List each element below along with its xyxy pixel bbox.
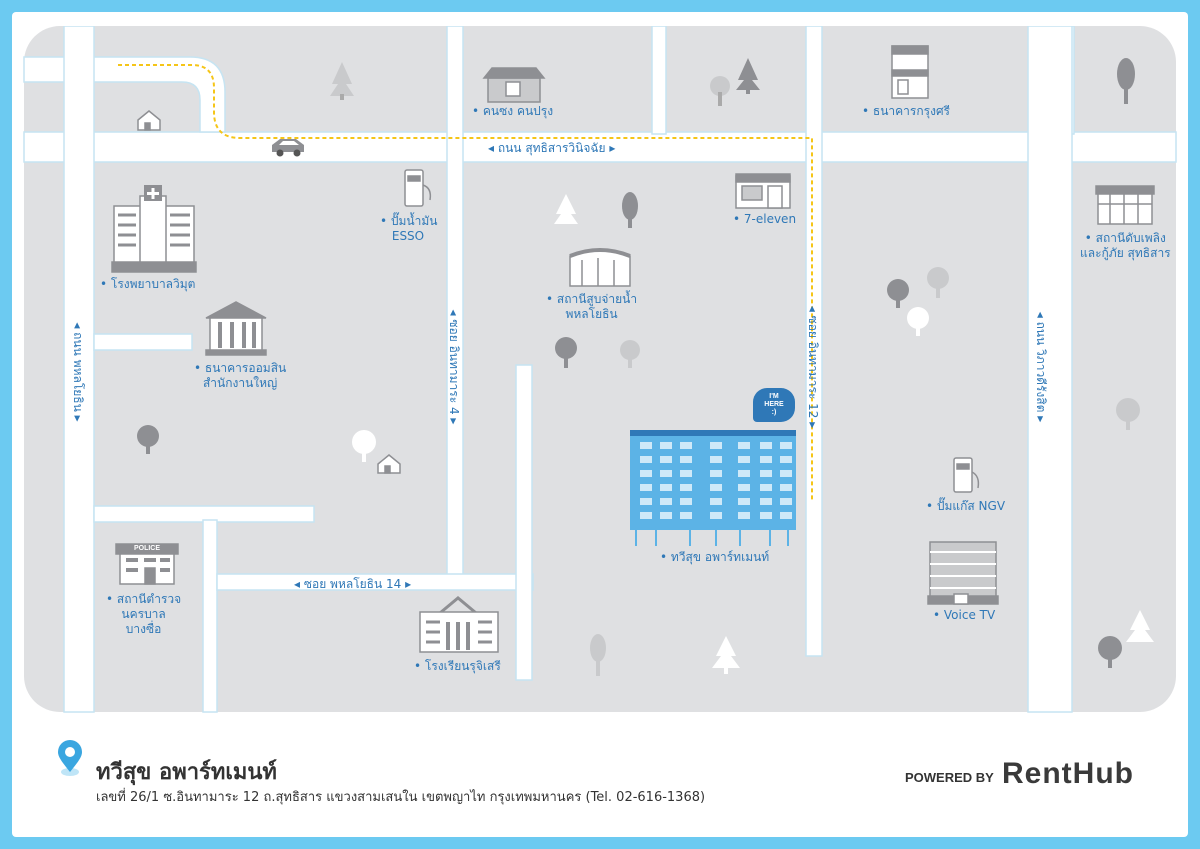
label-gsb-bank-line-2: สำนักงานใหญ่ <box>202 376 278 390</box>
road-sutthisan <box>23 131 1177 163</box>
label-gas-esso-line-2: ESSO <box>391 229 425 243</box>
tree-icon <box>554 192 638 228</box>
label-gas-esso-line-1: • ปั๊มน้ำมัน <box>380 214 438 228</box>
label-gsb-bank: • ธนาคารออมสิน สำนักงานใหญ่ <box>194 361 286 391</box>
car-icon <box>272 139 304 157</box>
brand-logo[interactable]: RentHub <box>1002 757 1134 790</box>
im-here-bubble: I'M HERE :) <box>753 388 795 422</box>
hospital-icon <box>111 185 197 273</box>
tv-building-icon <box>927 541 999 605</box>
road-label-soi-12: ◂ ซอย อินทามาระ 12 ▸ <box>806 305 820 429</box>
label-water-station: • สถานีสูบจ่ายน้ำ พหลโยธิน <box>546 292 637 322</box>
tree-icon <box>555 337 640 368</box>
im-here-line-2: HERE <box>764 401 784 408</box>
road-phahon <box>63 25 95 713</box>
route-line <box>118 64 813 500</box>
bank-icon <box>891 45 929 99</box>
tree-icon <box>1098 610 1154 668</box>
road-label-phahon: ◂ ถนน พหลโยธิน ▸ <box>71 322 85 422</box>
im-here-line-1: I'M <box>769 393 779 400</box>
tree-icon <box>710 58 760 106</box>
label-seven-eleven: • 7-eleven <box>733 212 797 226</box>
label-police-line-1: • สถานีตำรวจ <box>106 592 182 606</box>
tree-icon <box>137 425 376 462</box>
map-background <box>24 26 1176 712</box>
bank-gsb-icon <box>205 301 267 356</box>
label-hospital: • โรงพยาบาลวิมุต <box>100 277 196 291</box>
powered-by-label: POWERED BY <box>905 770 994 785</box>
store-icon <box>735 173 791 209</box>
label-gsb-bank-line-1: • ธนาคารออมสิน <box>194 361 287 375</box>
tree-icon <box>1116 398 1140 430</box>
label-police-line-2: นครบาล <box>121 607 166 621</box>
police-station-icon <box>115 543 179 585</box>
label-apartment: • ทวีสุข อพาร์ทเมนท์ <box>660 550 770 564</box>
ngv-pump-icon <box>953 457 980 493</box>
label-fire-station: • สถานีดับเพลิง และกู้ภัย สุทธิสาร <box>1080 231 1171 261</box>
road-soi-phahon-14 <box>216 573 534 591</box>
house-icon <box>137 110 161 131</box>
im-here-line-3: :) <box>771 409 777 416</box>
police-sign: POLICE <box>133 545 161 552</box>
label-water-station-line-2: พหลโยธิน <box>565 307 618 321</box>
label-school: • โรงเรียนรุจิเสรี <box>414 659 501 673</box>
location-pin-icon <box>58 740 82 776</box>
road-vibhavadi <box>1027 25 1073 713</box>
label-voice-tv: • Voice TV <box>933 608 996 622</box>
label-police-line-3: บางซื่อ <box>125 622 162 636</box>
label-police: • สถานีตำรวจ นครบาล บางซื่อ <box>106 592 181 637</box>
footer-address: เลขที่ 26/1 ซ.อินทามาระ 12 ถ.สุทธิสาร แข… <box>96 790 706 805</box>
label-fire-station-line-1: • สถานีดับเพลิง <box>1084 231 1166 245</box>
shop-icon <box>482 67 546 103</box>
road-label-vibhavadi: ◂ ถนน วิภาวดีรังสิต ▸ <box>1034 311 1048 423</box>
label-fire-station-line-2: และกู้ภัย สุทธิสาร <box>1080 246 1171 260</box>
road-label-soi-phahon-14: ◂ ซอย พหลโยธิน 14 ▸ <box>294 577 412 591</box>
school-icon <box>419 596 499 653</box>
road-lower-right <box>515 364 533 681</box>
label-ngv: • ปั๊มแก๊ส NGV <box>926 499 1006 513</box>
tree-icon <box>330 62 354 100</box>
gas-station-icon <box>404 169 432 207</box>
footer-title: ทวีสุข อพาร์ทเมนท์ <box>96 760 277 785</box>
fire-station-icon <box>1095 185 1155 225</box>
tree-icon <box>887 267 949 336</box>
roads <box>23 25 1177 713</box>
label-bank-krungsri: • ธนาคารกรุงศรี <box>862 104 951 118</box>
top-cover <box>24 20 1176 26</box>
road-label-soi-4: ◂ ซอย อินทามาระ 4 ▸ <box>447 309 461 425</box>
water-station-icon <box>569 248 631 287</box>
label-gas-esso: • ปั๊มน้ำมัน ESSO <box>380 214 438 244</box>
label-store: • คนซง คนปรุง <box>472 104 554 118</box>
apartment-building-icon <box>630 430 796 546</box>
tree-icon <box>1117 58 1135 104</box>
road-left-spur <box>93 333 193 351</box>
tree-icon <box>590 634 740 676</box>
road-lower-vertical <box>202 519 218 713</box>
label-water-station-line-1: • สถานีสูบจ่ายน้ำ <box>546 292 638 306</box>
road-label-sutthisan: ◂ ถนน สุทธิสารวินิจฉัย ▸ <box>488 141 616 155</box>
house-icon <box>377 454 401 474</box>
road-north-1 <box>651 25 667 135</box>
